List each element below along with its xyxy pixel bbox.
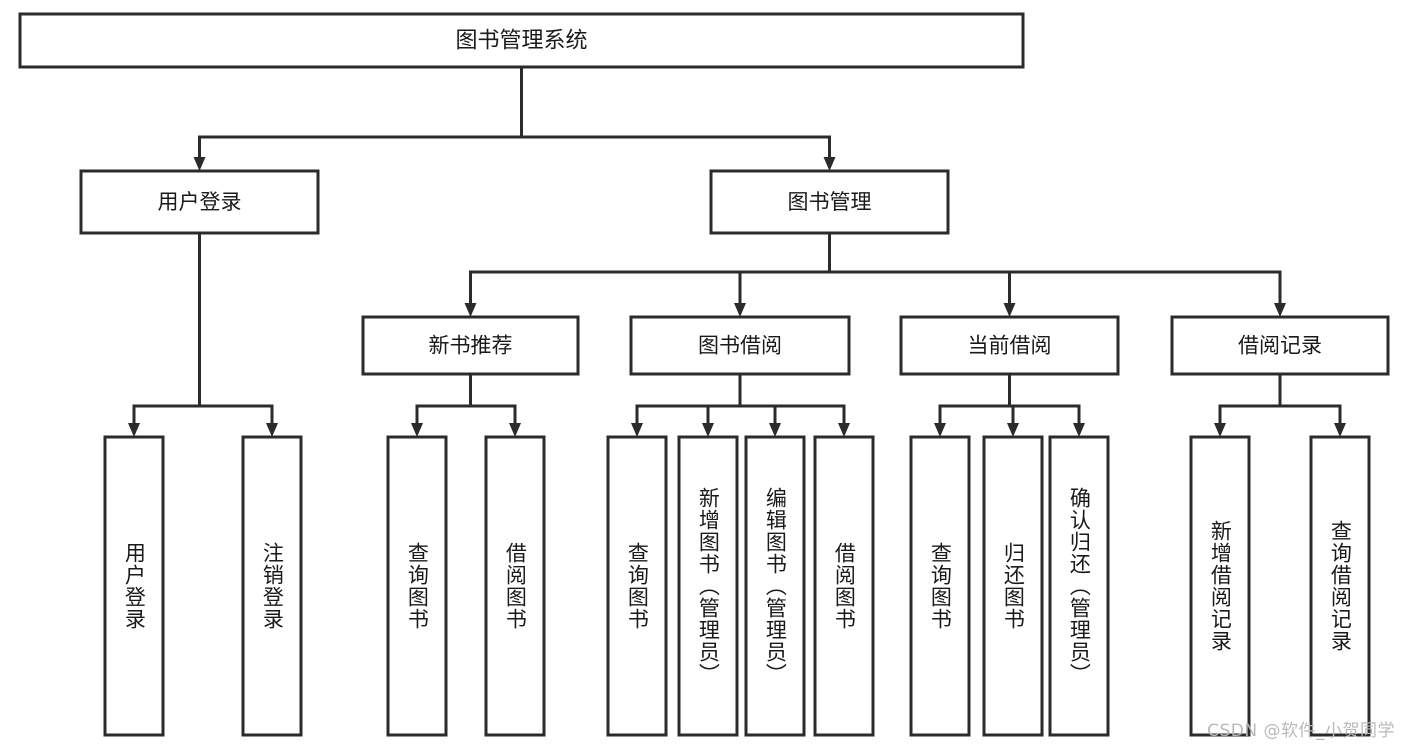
node-leaf-box-5[interactable] — [677, 435, 739, 737]
node-level1-label-1: 图书管理 — [788, 190, 872, 214]
node-leaf-box-9[interactable] — [982, 435, 1044, 737]
arrow-head-icon — [464, 303, 477, 317]
arrow-head-icon — [1214, 423, 1226, 437]
arrow-head-icon — [823, 157, 836, 171]
arrow-head-icon — [734, 303, 746, 317]
arrow-head-icon — [128, 423, 140, 437]
arrow-head-icon — [1274, 303, 1286, 317]
node-box-layer — [18, 12, 1390, 737]
node-level1-label-0: 用户登录 — [158, 190, 242, 214]
node-level2-box-1[interactable] — [629, 315, 851, 376]
arrow-head-icon — [1073, 423, 1085, 437]
arrow-head-icon — [934, 423, 946, 437]
arrow-head-icon — [702, 423, 714, 437]
node-level2-box-0[interactable] — [361, 315, 580, 376]
arrow-head-icon — [411, 423, 423, 437]
node-level1-box-0[interactable] — [79, 169, 320, 235]
arrow-head-icon — [509, 423, 521, 437]
arrow-head-icon — [631, 423, 643, 437]
arrow-head-icon — [1007, 423, 1019, 437]
node-leaf-box-6[interactable] — [744, 435, 806, 737]
node-leaf-box-10[interactable] — [1048, 435, 1110, 737]
node-level2-label-1: 图书借阅 — [698, 334, 782, 358]
node-root-label: 图书管理系统 — [455, 29, 587, 54]
node-leaf-box-12[interactable] — [1309, 435, 1371, 737]
node-level2-box-2[interactable] — [899, 315, 1120, 376]
arrow-head-icon — [838, 423, 850, 437]
arrow-head-icon — [1003, 303, 1016, 317]
arrow-head-icon — [266, 423, 278, 437]
arrow-head-icon — [769, 423, 781, 437]
node-level2-box-3[interactable] — [1170, 315, 1390, 376]
node-level1-box-1[interactable] — [709, 169, 950, 235]
watermark-text: CSDN @软件_小贺同学 — [1207, 721, 1395, 741]
arrow-head-icon — [1334, 423, 1346, 437]
node-leaf-box-11[interactable] — [1189, 435, 1251, 737]
node-leaf-box-4[interactable] — [606, 435, 668, 737]
node-leaf-box-3[interactable] — [484, 435, 546, 737]
node-leaf-box-8[interactable] — [909, 435, 971, 737]
node-root-box[interactable] — [18, 12, 1025, 69]
connector-layer — [128, 65, 1346, 437]
node-leaf-box-0[interactable] — [103, 435, 165, 737]
node-level2-label-0: 新书推荐 — [429, 334, 513, 358]
node-level2-label-2: 当前借阅 — [968, 334, 1052, 358]
arrow-head-icon — [193, 157, 206, 171]
node-leaf-box-7[interactable] — [813, 435, 875, 737]
node-leaf-box-2[interactable] — [386, 435, 448, 737]
node-leaf-box-1[interactable] — [241, 435, 303, 737]
node-level2-label-3: 借阅记录 — [1238, 334, 1322, 358]
